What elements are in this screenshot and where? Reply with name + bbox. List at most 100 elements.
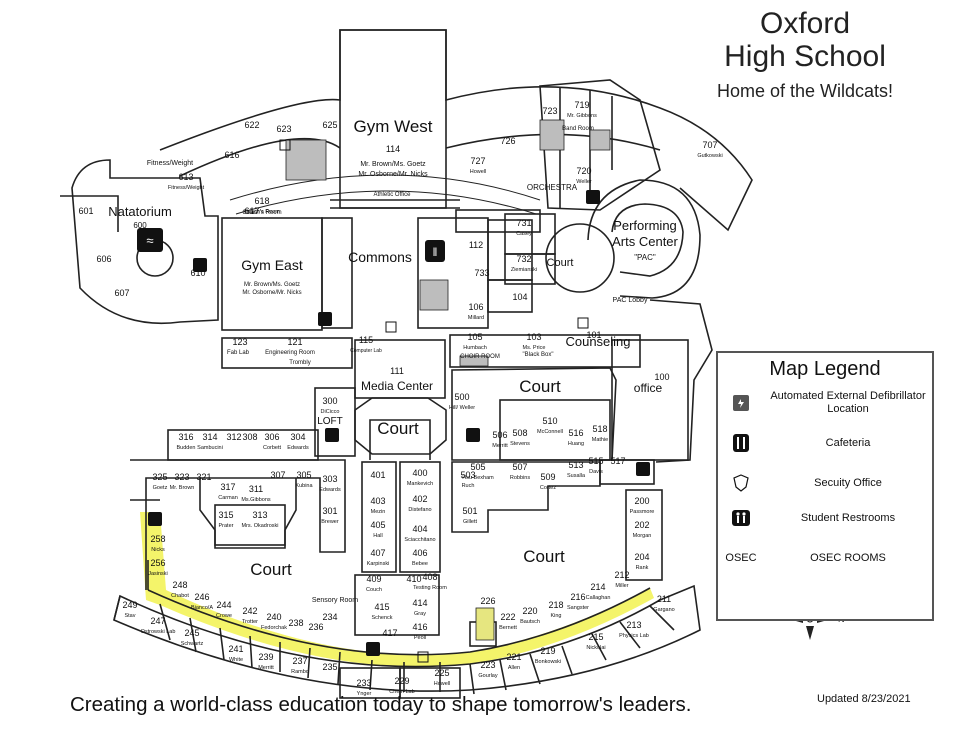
room-115-label: 115 [359, 335, 373, 345]
area-label-fab-lab: Fab Lab [227, 350, 250, 356]
school-tagline: Home of the Wildcats! [716, 81, 894, 101]
room-618-teacher: Coach's Room [244, 209, 280, 215]
map-legend: Map Legend Automated External Defibrilla… [716, 351, 934, 621]
room-200-teacher: Passmore [630, 509, 655, 515]
osec-symbol: OSEC [725, 552, 757, 564]
room-229-teacher: Chem Lab [389, 689, 414, 695]
svg-text:≈: ≈ [146, 233, 153, 248]
restroom-icon [732, 510, 750, 526]
school-name-line1: Oxford [759, 7, 851, 40]
legend-row-cafeteria: Cafeteria [718, 425, 932, 461]
court-label-1: Court [519, 377, 561, 396]
room-245-label: 245 [184, 628, 199, 638]
room-733-label: 733 [474, 268, 489, 278]
room-613-label: 613 [178, 172, 193, 182]
room-313-teacher: Mrs. Okadroski [242, 523, 279, 529]
room-404-teacher: Sciacchitano [404, 537, 435, 543]
room-513-teacher: Susalla [567, 473, 586, 479]
room-508-label: 508 [512, 428, 527, 438]
room-513-label: 513 [568, 460, 583, 470]
legend-row-security: Secuity Office [718, 465, 932, 501]
room-106-label: 106 [468, 302, 483, 312]
room-506-teacher: Merritt [492, 443, 508, 449]
room-216-label: 216 [570, 592, 585, 602]
area-label-gym-east-teachers2: Mr. Osborne/Mr. Nicks [242, 290, 301, 296]
room-323-label: 323 [174, 472, 189, 482]
room-303-teacher: Edwards [319, 487, 341, 493]
legend-label-aed: Automated External Defibrillator Locatio… [770, 390, 926, 415]
room-607-label: 607 [114, 288, 129, 298]
room-202-teacher: Morgan [633, 533, 652, 539]
room-314-teacher: Sambucini [197, 445, 223, 451]
room-405-label: 405 [370, 520, 385, 530]
room-732-teacher: Ziemianski [511, 267, 537, 273]
room-516-teacher: Huang [568, 441, 584, 447]
room-613-teacher: Fitness/Weight [168, 185, 205, 191]
legend-label-osec: OSEC ROOMS [810, 551, 886, 564]
area-label-gym-west-room: 114 [386, 144, 400, 154]
area-label-performing-arts2: Arts Center [612, 234, 678, 249]
room-407-teacher: Karpinski [367, 561, 390, 567]
room-410-label: 410 [406, 574, 421, 584]
room-314-label: 314 [202, 432, 217, 442]
room-409-teacher: Couch [366, 587, 382, 593]
room-237-label: 237 [292, 656, 307, 666]
room-238-label: 238 [288, 618, 303, 628]
building-outline [60, 29, 753, 699]
room-325-label: 325 [152, 472, 167, 482]
area-label-gym-east-teachers: Mr. Brown/Ms. Goetz [244, 282, 300, 288]
room-402-label: 402 [412, 494, 427, 504]
room-233-label: 233 [356, 678, 371, 688]
room-408-teacher: Testing Room [413, 585, 447, 591]
room-506-label: 506 [492, 430, 507, 440]
room-104-label: 104 [512, 292, 527, 302]
court-label-4: Court [547, 257, 574, 269]
room-606-label: 606 [96, 254, 111, 264]
room-316-teacher: Budden [177, 445, 196, 451]
room-404-label: 404 [412, 524, 427, 534]
area-label-gym-west-teachers: Mr. Brown/Ms. Goetz [360, 161, 426, 168]
room-240-label: 240 [266, 612, 281, 622]
room-507-teacher: Robbins [510, 475, 530, 481]
area-label-choir-room: CHOIR ROOM [460, 354, 500, 360]
area-label-pac-lobby: PAC Lobby [613, 297, 648, 304]
room-315-label: 315 [218, 510, 233, 520]
room-242-label: 242 [242, 606, 257, 616]
room-315-teacher: Prater [219, 523, 234, 529]
room-407-label: 407 [370, 548, 385, 558]
room-249-label: 249 [122, 600, 137, 610]
room-625-label: 625 [322, 120, 337, 130]
room-214-teacher: Callaghan [586, 595, 611, 601]
room-214-label: 214 [590, 582, 605, 592]
room-731-label: 731 [516, 218, 531, 228]
room-301-teacher: Brewer [321, 519, 339, 525]
court-label-3: Court [523, 547, 565, 566]
room-215-label: 215 [588, 632, 603, 642]
legend-row-restrooms: Student Restrooms [718, 500, 932, 536]
room-301-label: 301 [322, 506, 337, 516]
legend-row-aed: Automated External Defibrillator Locatio… [718, 385, 932, 421]
school-title: Oxford High School Home of the Wildcats! [700, 8, 910, 106]
room-321-label: 321 [196, 472, 211, 482]
legend-label-restrooms: Student Restrooms [800, 511, 896, 524]
legend-row-osec: OSEC OSEC ROOMS [718, 540, 932, 576]
area-label-gym-east: Gym East [241, 257, 303, 273]
area-label-gym-west: Gym West [353, 117, 432, 136]
legend-title: Map Legend [769, 358, 881, 380]
room-517-label: 517 [610, 456, 625, 466]
room-234-label: 234 [322, 612, 337, 622]
svg-text:‖: ‖ [433, 245, 438, 259]
room-416-teacher: Peoll [414, 635, 426, 641]
footer-slogan: Creating a world-class education today t… [70, 693, 692, 716]
room-505-teacher: Hsu Bexham [462, 475, 494, 481]
room-323-teacher: Mr. Brown [170, 485, 195, 491]
room-505-label: 505 [470, 462, 485, 472]
room-labels: 601606607610613Fitness/Weight616617618Co… [78, 100, 722, 697]
room-204-label: 204 [634, 552, 649, 562]
room-417-label: 417 [382, 628, 397, 638]
room-200-label: 200 [634, 496, 649, 506]
room-312-label: 312 [226, 432, 241, 442]
room-501-teacher: Gillett [463, 519, 478, 525]
